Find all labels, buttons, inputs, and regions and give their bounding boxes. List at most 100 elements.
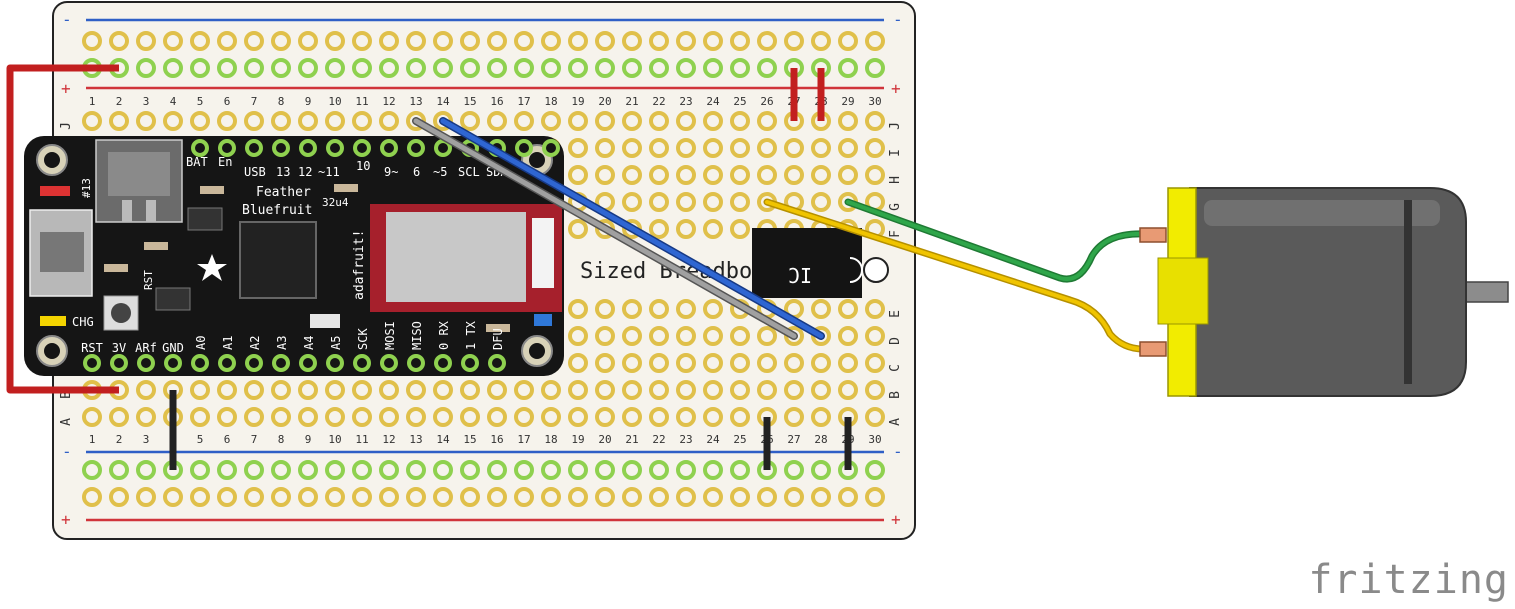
terminal-hole	[244, 111, 264, 131]
bus-hole	[487, 487, 507, 507]
bus-hole	[784, 460, 804, 480]
terminal-hole	[730, 219, 750, 239]
column-number-top: 18	[544, 95, 557, 108]
feather-pin	[299, 354, 317, 372]
terminal-hole	[568, 299, 588, 319]
terminal-hole	[676, 353, 696, 373]
column-number-top: 7	[251, 95, 258, 108]
feather-pin-top	[326, 139, 344, 157]
column-number-top: 16	[490, 95, 503, 108]
column-number-bottom: 24	[706, 433, 720, 446]
terminal-hole	[649, 138, 669, 158]
terminal-hole	[595, 165, 615, 185]
bus-hole	[811, 460, 831, 480]
terminal-hole	[730, 380, 750, 400]
bus-hole	[433, 31, 453, 51]
terminal-hole	[649, 111, 669, 131]
feather-pin-label: A2	[248, 336, 262, 350]
bus-hole	[379, 487, 399, 507]
terminal-hole	[514, 111, 534, 131]
bus-hole	[244, 31, 264, 51]
terminal-hole	[595, 138, 615, 158]
column-number-bottom: 18	[544, 433, 557, 446]
column-number-top: 22	[652, 95, 665, 108]
bus-hole	[568, 460, 588, 480]
feather-pin-label: MOSI	[383, 321, 397, 350]
column-number-bottom: 28	[814, 433, 827, 446]
terminal-hole	[460, 111, 480, 131]
feather-pin-label: 3V	[112, 341, 126, 355]
column-number-bottom: 3	[143, 433, 150, 446]
terminal-hole	[622, 138, 642, 158]
terminal-hole	[757, 326, 777, 346]
terminal-hole	[703, 407, 723, 427]
ic-chip: IC	[752, 228, 889, 298]
feather-pin-label: MISO	[410, 321, 424, 350]
bus-hole	[271, 31, 291, 51]
column-number-bottom: 7	[251, 433, 258, 446]
motor-shaft	[1461, 281, 1509, 303]
adafruit-star-icon	[197, 254, 227, 281]
reset-button[interactable]	[103, 295, 139, 331]
bus-hole	[595, 31, 615, 51]
terminal-hole	[136, 380, 156, 400]
terminal-hole	[838, 138, 858, 158]
terminal-hole	[865, 138, 885, 158]
feather-side-rst: RST	[142, 270, 155, 290]
terminal-hole	[109, 407, 129, 427]
row-letter-left: J	[59, 122, 74, 130]
terminal-hole	[757, 380, 777, 400]
bus-hole	[433, 58, 453, 78]
bus-hole	[433, 460, 453, 480]
bus-hole	[649, 58, 669, 78]
column-number-top: 12	[382, 95, 395, 108]
feather-pin-top	[272, 139, 290, 157]
rail-minus-tr: -	[893, 10, 903, 29]
terminal-hole	[244, 407, 264, 427]
bus-hole	[136, 31, 156, 51]
feather-pin	[110, 354, 128, 372]
terminal-hole	[757, 165, 777, 185]
feather-label-11: ~11	[318, 165, 340, 179]
terminal-hole	[433, 380, 453, 400]
bus-hole	[622, 31, 642, 51]
feather-pin-label: SCK	[356, 328, 370, 350]
bus-hole	[784, 487, 804, 507]
terminal-hole	[622, 380, 642, 400]
feather-pin	[353, 354, 371, 372]
bus-hole	[109, 31, 129, 51]
bus-hole	[703, 460, 723, 480]
terminal-hole	[703, 299, 723, 319]
terminal-hole	[271, 407, 291, 427]
terminal-hole	[568, 138, 588, 158]
column-number-bottom: 14	[436, 433, 450, 446]
terminal-hole	[514, 380, 534, 400]
feather-pin	[218, 354, 236, 372]
terminal-hole	[676, 192, 696, 212]
bus-hole	[730, 460, 750, 480]
column-number-top: 15	[463, 95, 476, 108]
bus-hole	[136, 58, 156, 78]
column-number-top: 14	[436, 95, 450, 108]
terminal-hole	[595, 111, 615, 131]
rail-minus-bl: -	[62, 442, 72, 461]
feather-pin-label: A0	[194, 336, 208, 350]
column-number-top: 30	[868, 95, 881, 108]
feather-pin	[272, 354, 290, 372]
terminal-hole	[838, 353, 858, 373]
terminal-hole	[244, 380, 264, 400]
bus-hole	[325, 58, 345, 78]
terminal-hole	[676, 138, 696, 158]
feather-pin	[137, 354, 155, 372]
terminal-hole	[433, 407, 453, 427]
terminal-hole	[703, 165, 723, 185]
terminal-hole	[622, 165, 642, 185]
terminal-hole	[703, 326, 723, 346]
column-number-bottom: 16	[490, 433, 503, 446]
terminal-hole	[865, 326, 885, 346]
feather-label-9: 9~	[384, 165, 398, 179]
bus-hole	[514, 31, 534, 51]
bus-hole	[163, 487, 183, 507]
terminal-hole	[352, 380, 372, 400]
